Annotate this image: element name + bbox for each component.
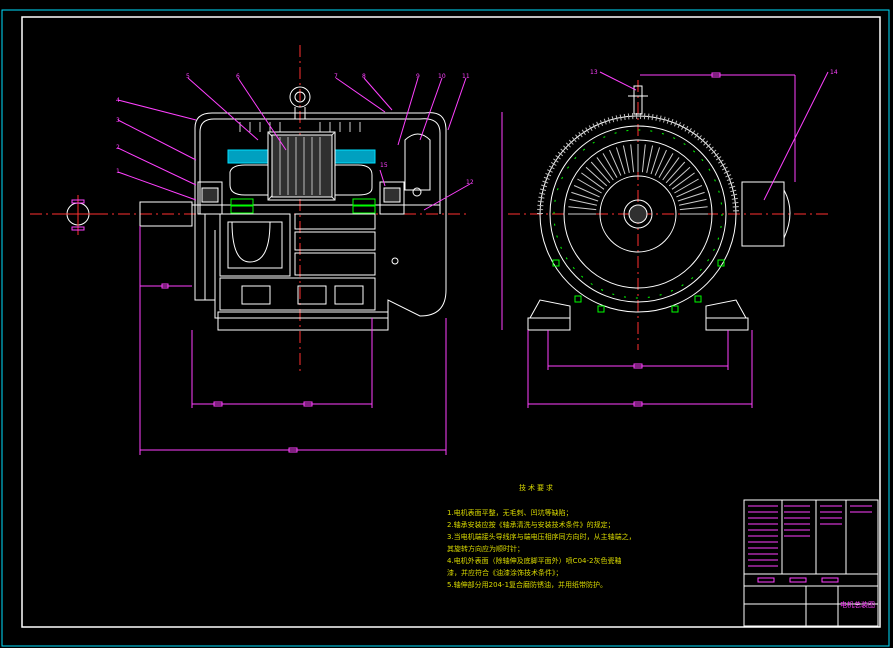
note-item: 漆，并应符合《油漆涂饰技术条件》；: [447, 569, 563, 577]
shaft-end-detail: [60, 195, 96, 235]
stator-slot: [674, 178, 699, 194]
stator-slot: [676, 185, 703, 198]
note-item: 4.电机外表面（除轴伸及底脚平面外）喷C04-2灰色瓷釉: [447, 557, 622, 565]
stator-slot: [569, 198, 598, 206]
stator-slot: [609, 149, 622, 176]
front-dimensions: [117, 77, 471, 455]
note-item: 1.电机表面平整，无毛刺、凹坑等缺陷；: [447, 509, 573, 517]
inner-sheet-border: [21, 16, 881, 628]
note-item: 3.当电机端接头导线序与端电压相序同方向时，从主轴端之，: [447, 533, 636, 541]
balloon-12: 12: [466, 179, 474, 186]
stator-slot: [646, 145, 654, 174]
stator-slot: [602, 153, 618, 178]
stator-slot: [650, 147, 661, 175]
stator-slot: [641, 144, 646, 173]
title-block: [743, 499, 879, 627]
note-item: 5.轴伸部分用204-1复合磨防锈油，并用纸带防护。: [447, 581, 608, 589]
stator-slot: [678, 198, 707, 206]
balloon-5: 5: [186, 73, 190, 80]
stator-slot: [630, 144, 635, 173]
stator-slot: [577, 178, 602, 194]
balloon-4a: 4: [116, 97, 120, 104]
note-item: 其旋转方向应为顺时针；: [447, 545, 524, 553]
stator-slot: [677, 191, 705, 202]
balloon-10: 10: [438, 73, 446, 80]
stator-slot: [568, 206, 597, 211]
stator-slot: [662, 157, 680, 181]
balloon-14: 14: [830, 69, 838, 76]
stator-slot: [571, 191, 599, 202]
balloon-1: 1: [116, 168, 120, 175]
balloon-7: 7: [334, 73, 338, 80]
notes-title: 技术要求: [519, 484, 555, 492]
stator-slot: [679, 206, 708, 211]
stator-slot: [622, 145, 630, 174]
balloon-labels: 1 2 3 4 5 6 7 8 9 10 11 12 13 14 15: [116, 69, 838, 186]
note-item: 2.轴承安装应按《轴承清洗与安装技术条件》的规定；: [447, 521, 615, 529]
balloon-3: 3: [116, 117, 120, 124]
stator-slot: [615, 147, 626, 175]
stator-slot: [654, 149, 667, 176]
balloon-2: 2: [116, 144, 120, 151]
drawing-name: 电机总装图: [840, 601, 875, 609]
stator-slot: [581, 172, 605, 190]
outer-sheet-border: [1, 9, 890, 647]
side-dimensions: [501, 71, 829, 408]
balloon-11: 11: [462, 73, 470, 80]
stator-slot: [573, 185, 600, 198]
front-section-view: [30, 45, 470, 375]
notes-list: 1.电机表面平整，无毛刺、凹坑等缺陷； 2.轴承安装应按《轴承清洗与安装技术条件…: [447, 507, 636, 591]
stator-slot: [665, 161, 686, 184]
side-end-view: [508, 80, 832, 350]
stator-slot: [668, 166, 691, 187]
stator-slot: [658, 153, 674, 178]
balloon-9: 9: [416, 73, 420, 80]
balloon-8: 8: [362, 73, 366, 80]
balloon-13: 13: [590, 69, 598, 76]
stator-slot: [596, 157, 614, 181]
balloon-15: 15: [380, 162, 388, 169]
balloon-6: 6: [236, 73, 240, 80]
stator-slot: [590, 161, 611, 184]
stator-slot: [671, 172, 695, 190]
stator-slot: [585, 166, 608, 187]
